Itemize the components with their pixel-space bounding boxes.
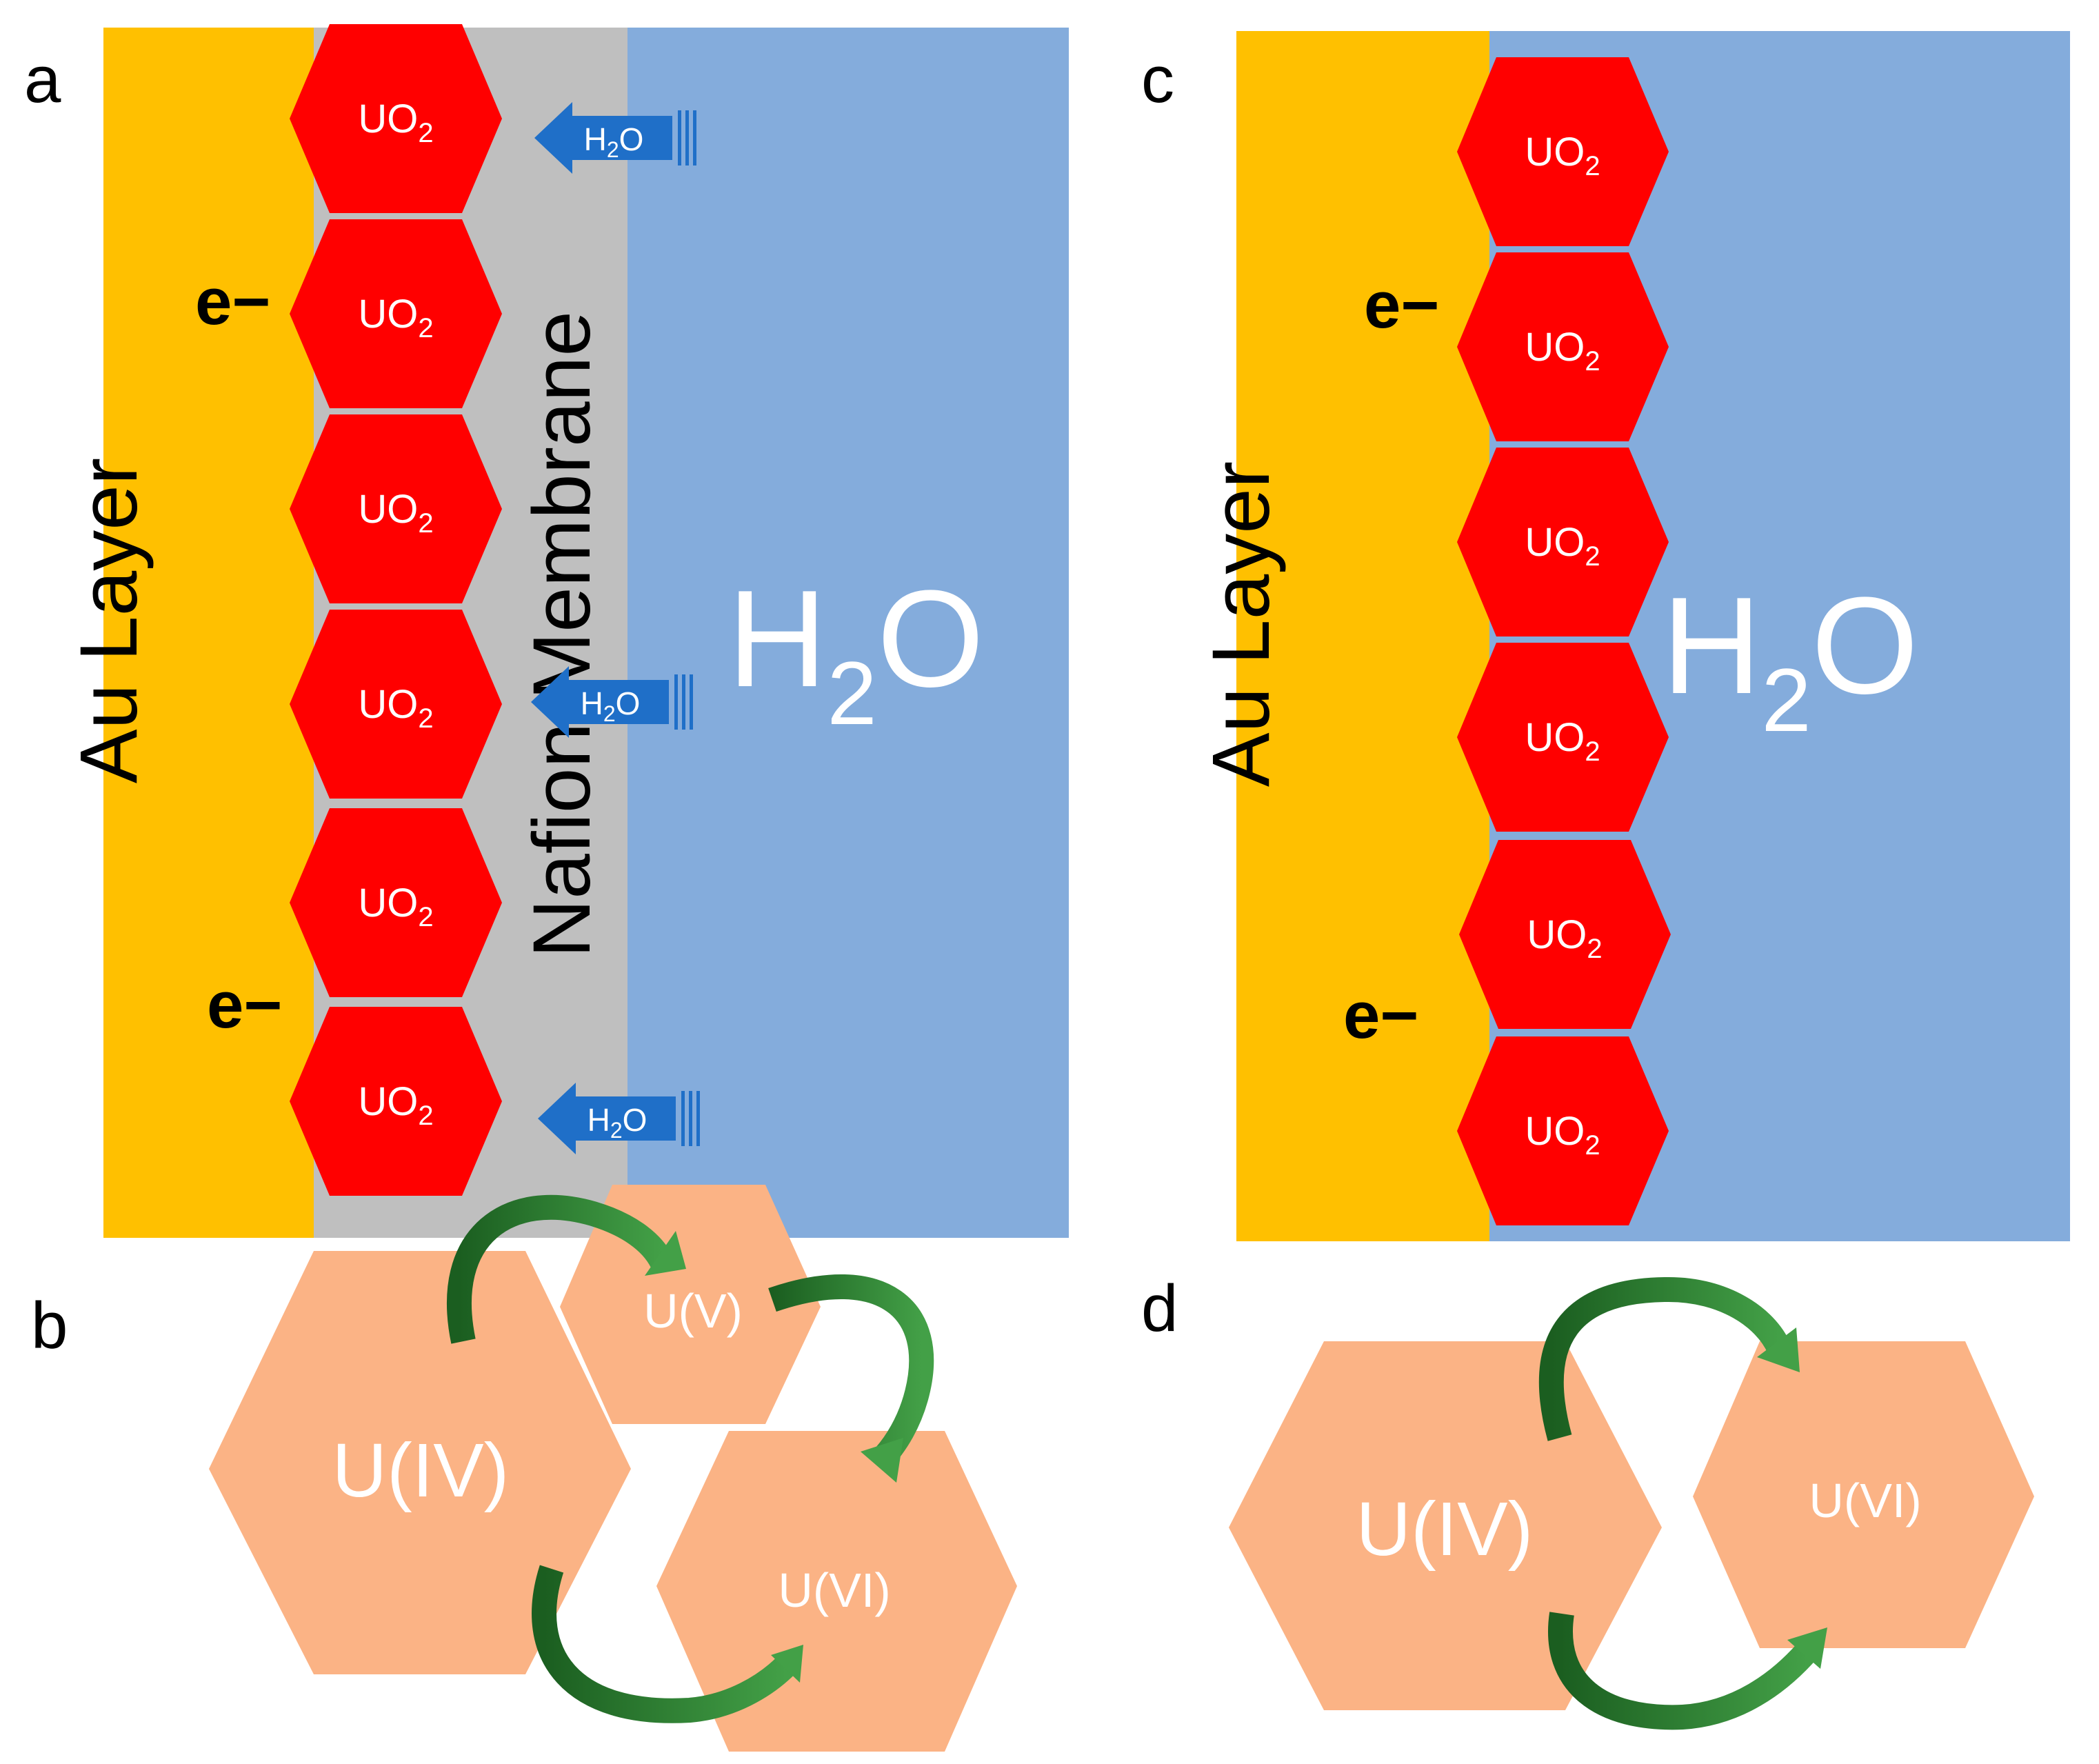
uo2-label: UO2 [358, 292, 433, 343]
water-arrow-2: H2O [531, 666, 693, 738]
uo2-hexagon [1457, 643, 1669, 832]
water-arrow-1: H2O [534, 102, 696, 174]
panel-letter-c: c [1141, 43, 1174, 117]
uo2-column-c: UO2 UO2 UO2 UO2 UO2 UO2 [1457, 57, 1671, 1225]
cycle-arrow-d1 [1538, 1276, 1800, 1441]
panel-letter-d: d [1141, 1272, 1178, 1345]
au-layer-label-c: Au Layer [1196, 461, 1287, 787]
water-label-c: H2O [1662, 569, 1918, 750]
water-region-a [627, 28, 1069, 1238]
u-v-label-b: U(V) [643, 1284, 743, 1338]
u-v-hexagon-b [560, 1185, 821, 1424]
uo2-hexagon [1457, 57, 1669, 246]
u-vi-label-b: U(VI) [778, 1563, 890, 1617]
electron-label-c2: e− [1343, 979, 1418, 1052]
electron-label-a2: e− [207, 968, 282, 1042]
u-iv-hexagon-b [209, 1251, 631, 1674]
cycle-arrow-d2 [1548, 1612, 1827, 1730]
uo2-label: UO2 [1525, 715, 1600, 767]
uo2-hexagon [290, 1007, 502, 1196]
water-arrow-3: H2O [538, 1083, 700, 1154]
au-layer-label-a: Au Layer [63, 458, 154, 783]
water-label-a: H2O [727, 562, 984, 743]
electron-label-a1: e− [195, 265, 270, 339]
uo2-hexagon [290, 610, 502, 799]
electron-label-c1: e− [1364, 268, 1439, 342]
panel-d: d U(IV) U(VI) [1141, 1272, 2034, 1730]
panel-a: a Au Layer Nafion Membrane H2O e− e− UO2… [24, 24, 1069, 1238]
u-iv-label-d: U(IV) [1356, 1487, 1534, 1572]
uo2-hexagon [290, 219, 502, 408]
u-vi-label-d: U(VI) [1809, 1474, 1921, 1527]
uo2-label: UO2 [1525, 130, 1600, 181]
panel-c: c Au Layer H2O e− e− UO2 UO2 UO2 UO2 UO2… [1141, 31, 2070, 1241]
uo2-hexagon [290, 24, 502, 213]
panel-letter-a: a [24, 43, 61, 117]
panel-letter-b: b [31, 1289, 68, 1363]
u-iv-label-b: U(IV) [332, 1428, 510, 1513]
cycle-arrow-b2 [768, 1274, 934, 1483]
svg-text:H2O: H2O [581, 685, 641, 726]
uo2-column-a: UO2 UO2 UO2 UO2 UO2 UO2 [290, 24, 502, 1196]
uo2-hexagon [290, 414, 502, 603]
svg-text:H2O: H2O [587, 1102, 647, 1143]
cycle-arrow-b3 [532, 1565, 803, 1723]
au-layer-a [103, 28, 314, 1238]
cycle-arrow-b1 [447, 1194, 686, 1344]
u-vi-hexagon-b [656, 1431, 1017, 1752]
uo2-hexagon [290, 808, 502, 997]
panel-b: b U(IV) U(V) U(VI) [31, 1185, 1017, 1752]
u-vi-hexagon-d [1693, 1341, 2034, 1648]
uo2-hexagon [1459, 840, 1671, 1029]
uo2-hexagon [1457, 1036, 1669, 1225]
membrane-label: Nafion Membrane [516, 311, 607, 958]
uo2-hexagon [1457, 448, 1669, 637]
uo2-hexagon [1457, 252, 1669, 441]
au-layer-c [1236, 31, 1489, 1241]
